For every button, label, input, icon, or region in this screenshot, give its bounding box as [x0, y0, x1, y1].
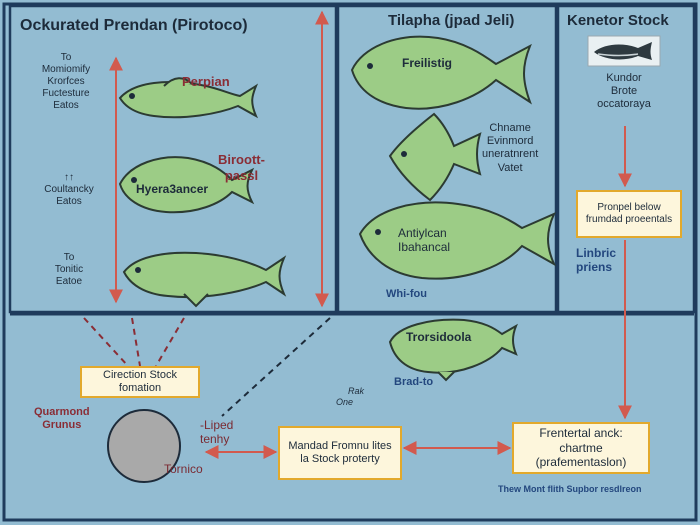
bottom-liped-line: -Liped [200, 418, 233, 432]
left-note-1-line: Eatos [34, 100, 98, 112]
left-note-1-line: To [34, 52, 98, 64]
right-caption-line: Kundor [588, 72, 660, 85]
fish-bottom [390, 320, 516, 380]
bottom-fish-label: Trorsidoola [406, 330, 471, 344]
middle-panel-title: Tilapha (jpad Jeli) [388, 12, 514, 30]
middle-caption-line: Vatet [482, 162, 538, 175]
bottom-quarmond-line: Quarmond [34, 406, 90, 419]
right-side-label-line: Linbric [576, 246, 616, 260]
dashed-line-3 [156, 318, 184, 366]
left-note-1-line: Fuctesture [34, 88, 98, 100]
left-note-2-mark: ↑↑ [34, 172, 104, 184]
middle-fish-2-caption: Chname Evinmord uneratnrent Vatet [482, 122, 538, 175]
bottom-quarmond-line: Grunus [34, 419, 90, 432]
left-note-2-line: Coultancky [34, 184, 104, 196]
left-note-1-line: Momiomify [34, 64, 98, 76]
middle-caption-line: uneratnrent [482, 148, 538, 161]
left-note-3-line: Eatoe [38, 276, 100, 288]
fish-right-photo [588, 36, 660, 66]
right-panel-title: Kenetor Stock [567, 12, 669, 30]
bottom-quarmond: Quarmond Grunus [34, 406, 90, 432]
dashed-line-1 [84, 318, 128, 366]
bottom-rak-line: One [336, 397, 364, 408]
fish-middle-3 [360, 202, 554, 278]
left-fish-2-label: Hyera3ancer [136, 182, 208, 196]
dashed-line-4 [222, 318, 330, 416]
bottom-rak-line: Rak [336, 386, 364, 397]
right-fish-caption: Kundor Brote occatoraya [588, 72, 660, 112]
fish-middle-1 [352, 37, 530, 109]
right-side-label: Linbric priens [576, 246, 616, 275]
left-side-label-line: passl [218, 168, 265, 184]
middle-fish-3-line: Antiylcan [398, 226, 450, 240]
middle-caption-line: Chname [482, 122, 538, 135]
left-note-2: ↑↑ Coultancky Eatos [34, 172, 104, 208]
left-note-3: To Tonitic Eatoe [38, 252, 100, 288]
left-note-1-line: Krorfces [34, 76, 98, 88]
left-note-3-line: To [38, 252, 100, 264]
left-note-3-line: Tonitic [38, 264, 100, 276]
left-note-1: To Momiomify Krorfces Fuctesture Eatos [34, 52, 98, 112]
middle-caption-line: Evinmord [482, 135, 538, 148]
left-side-label-line: Biroott- [218, 152, 265, 168]
box-mandad: Mandad Fromnu lites la Stock proterty [278, 426, 402, 480]
middle-fish-1-label: Freilistig [402, 56, 452, 70]
right-box: Pronpel below frumdad proeentals [576, 190, 682, 238]
dashed-line-2 [132, 318, 140, 366]
bottom-footer: Thew Mont flith Supbor resdlreon [498, 484, 642, 495]
bottom-liped: -Liped tenhy [200, 418, 233, 447]
fish-middle-2 [390, 114, 480, 200]
left-panel-title: Ockurated Prendan (Pirotoco) [20, 16, 248, 35]
bottom-brad-label: Brad-to [394, 376, 433, 389]
left-side-label: Biroott- passl [218, 152, 265, 183]
middle-fish-3-label: Antiylcan Ibahancal [398, 226, 450, 255]
box-formation: Cirection Stock fomation [80, 366, 200, 398]
right-caption-line: occatoraya [588, 98, 660, 111]
bottom-tornico: Tornico [164, 462, 203, 476]
right-side-label-line: priens [576, 260, 616, 274]
middle-fish-3-line: Ibahancal [398, 240, 450, 254]
left-note-2-line: Eatos [34, 196, 104, 208]
box-frentertal: Frentertal anck: chartme (prafementaslon… [512, 422, 650, 474]
bottom-rak-label: Rak One [336, 386, 364, 408]
middle-whi-label: Whi-fou [386, 288, 427, 301]
bottom-liped-line: tenhy [200, 432, 233, 446]
fish-left-3 [124, 253, 284, 306]
right-caption-line: Brote [588, 85, 660, 98]
left-fish-1-label: Perpian [182, 74, 230, 90]
